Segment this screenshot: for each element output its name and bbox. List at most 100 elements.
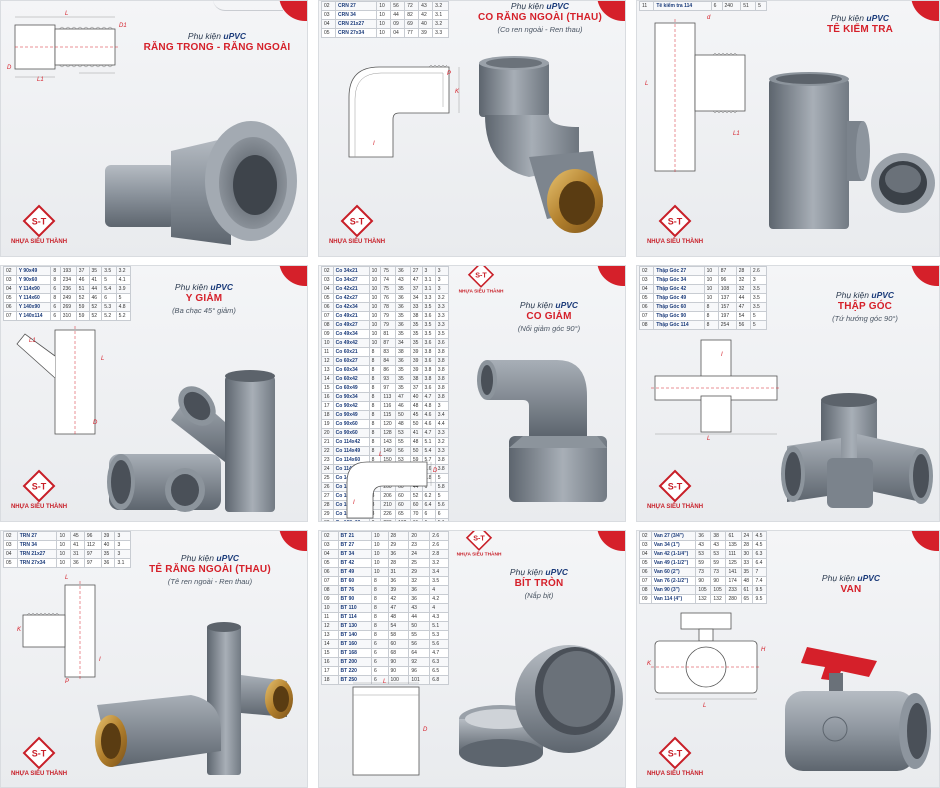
product-title: CO RĂNG NGOÀI (THAU)	[478, 12, 602, 23]
table-cell: 90	[387, 657, 410, 667]
product-title: THẬP GÓC	[837, 301, 893, 312]
logo-initials: S-T	[350, 217, 365, 227]
table-cell: 4.5	[752, 531, 767, 541]
table-cell: 234	[59, 275, 77, 285]
table-cell: 75	[380, 284, 397, 294]
table-cell: 157	[717, 302, 737, 312]
table-cell-code: Co 90x42	[332, 401, 370, 411]
table-cell: 3.2	[434, 437, 450, 447]
table-cell: 44	[735, 293, 751, 303]
table-cell: 3.8	[421, 365, 436, 375]
table-cell: 10	[321, 338, 334, 348]
table-cell: 36	[395, 293, 411, 303]
table-cell: 3.5	[101, 266, 117, 276]
table-cell: 10	[371, 531, 389, 541]
table-cell-code: Van 42 (1-1/4")	[650, 549, 697, 559]
table-cell: 149	[380, 446, 397, 456]
table-cell: 35	[395, 284, 411, 294]
table-cell: 44	[88, 284, 103, 294]
bottom-icons	[639, 249, 709, 255]
table-cell: 36	[387, 576, 410, 586]
table-cell: 55	[408, 630, 431, 640]
table-cell: 64	[408, 648, 431, 658]
table-cell: 5.3	[429, 630, 449, 640]
technical-drawing-y	[16, 326, 96, 436]
table-cell: 38	[409, 374, 423, 384]
table-cell-code: Thập Góc 60	[653, 302, 705, 312]
table-cell: 132	[695, 594, 712, 604]
table-cell: 3.3	[434, 446, 450, 456]
table-cell: 59	[695, 558, 712, 568]
table-cell: 5	[115, 293, 132, 303]
logo-text: NHỰA SIÊU THÀNH	[10, 771, 68, 777]
table-cell: 83	[380, 347, 397, 357]
table-cell: 10	[56, 540, 72, 550]
table-cell: 10	[376, 28, 392, 38]
supertitle-prefix: Phụ kiện	[187, 31, 222, 41]
table-cell: 36	[100, 558, 116, 568]
table-cell-code: TRN 27	[16, 531, 58, 541]
table-cell: 3.6	[434, 338, 450, 348]
table-cell: 6	[101, 293, 117, 303]
table-cell: 8	[371, 621, 389, 631]
table-cell-code: Y 114x90	[15, 284, 52, 294]
table-cell: 07	[3, 311, 17, 321]
table-cell: 10	[368, 275, 382, 285]
table-cell: 10	[56, 549, 72, 559]
table-cell: 6	[50, 302, 61, 312]
supertitle-brand: uPVC	[871, 290, 895, 300]
table-cell: 128	[380, 428, 397, 438]
table-cell: 8	[368, 365, 382, 375]
logo-initials: S-T	[668, 482, 683, 492]
dim-label-D: D	[93, 420, 98, 426]
table-cell: 3.5	[421, 329, 436, 339]
technical-drawing-elbow	[348, 64, 460, 158]
table-cell: 15	[321, 383, 334, 393]
bottom-icons	[3, 780, 73, 786]
table-cell: 10	[368, 284, 382, 294]
table-cell: 3.1	[421, 284, 436, 294]
table-cell-code: TRN 34	[16, 540, 58, 550]
dim-label-D: D	[433, 468, 438, 474]
table-cell: 8	[703, 320, 719, 330]
table-cell: 28	[735, 266, 751, 276]
logo-initials: S-T	[473, 534, 485, 543]
table-cell: 3	[114, 540, 131, 550]
table-cell: 96	[717, 275, 737, 285]
table-cell: 39	[409, 347, 423, 357]
table-cell: 21	[321, 437, 334, 447]
table-cell: 33	[409, 302, 423, 312]
red-corner-decoration	[279, 266, 307, 286]
table-cell: 36	[70, 558, 85, 568]
table-cell: 8	[50, 293, 61, 303]
table-cell: 6	[371, 639, 389, 649]
bottom-icons	[449, 780, 519, 786]
table-cell: 50	[408, 621, 431, 631]
table-cell: 20	[321, 428, 334, 438]
table-cell: 115	[380, 410, 397, 420]
product-title: Y GIẢM	[185, 293, 223, 304]
table-cell-code: BT 60	[337, 576, 373, 586]
technical-drawing-tee-threaded	[22, 581, 96, 681]
table-cell: 36	[395, 266, 411, 276]
table-cell: 3.1	[432, 10, 449, 20]
table-cell: 27	[321, 491, 334, 501]
table-cell: 125	[725, 558, 742, 568]
table-cell: 35	[395, 329, 411, 339]
table-cell: 74	[380, 275, 397, 285]
table-cell: 10	[371, 549, 389, 559]
table-cell: 30	[321, 518, 334, 521]
table-cell-code: BT 114	[337, 612, 373, 622]
table-cell: 03	[639, 540, 652, 550]
